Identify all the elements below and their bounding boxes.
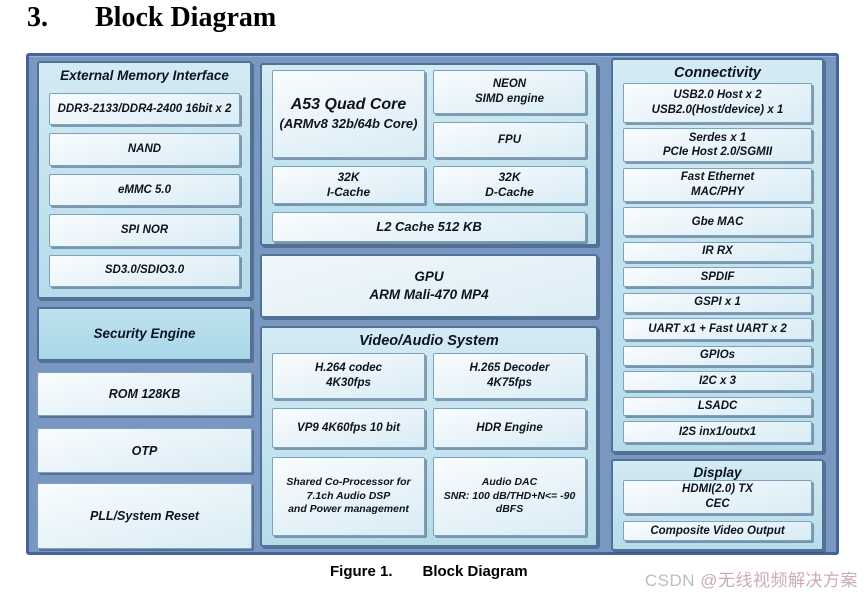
block-icache: 32K I-Cache: [272, 166, 425, 204]
connectivity-stack: USB2.0 Host x 2 USB2.0(Host/device) x 1 …: [623, 83, 812, 443]
block-gpios: GPIOs: [623, 345, 812, 366]
a53-subtitle: (ARMv8 32b/64b Core): [279, 115, 418, 131]
video-audio-grid: H.264 codec 4K30fps H.265 Decoder 4K75fp…: [272, 353, 586, 536]
block-neon-simd: NEON SIMD engine: [433, 70, 586, 114]
block-security-engine: Security Engine: [37, 307, 252, 361]
panel-cpu-cluster: A53 Quad Core (ARMv8 32b/64b Core) NEON …: [260, 63, 598, 246]
a53-title: A53 Quad Core: [290, 96, 407, 114]
panel-display: Display HDMI(2.0) TX CEC Composite Video…: [611, 459, 824, 551]
block-vp9: VP9 4K60fps 10 bit: [272, 408, 425, 448]
block-audio-dac: Audio DAC SNR: 100 dB/THD+N<= -90 dBFS: [433, 457, 586, 536]
block-hdr-engine: HDR Engine: [433, 408, 586, 448]
block-nand: NAND: [49, 133, 240, 166]
block-gbe-mac: Gbe MAC: [623, 207, 812, 237]
watermark-prefix: CSDN: [644, 571, 701, 590]
panel-title-video-audio-system: Video/Audio System: [359, 333, 499, 349]
block-dcache: 32K D-Cache: [433, 166, 586, 204]
block-fast-ethernet: Fast Ethernet MAC/PHY: [623, 167, 812, 202]
block-pll-system-reset: PLL/System Reset: [37, 483, 252, 549]
left-column: External Memory Interface DDR3-2133/DDR4…: [37, 61, 252, 552]
panel-external-memory-interface: External Memory Interface DDR3-2133/DDR4…: [37, 61, 252, 299]
figure-title: Block Diagram: [422, 563, 528, 580]
middle-column: A53 Quad Core (ARMv8 32b/64b Core) NEON …: [260, 63, 598, 552]
block-ddr: DDR3-2133/DDR4-2400 16bit x 2: [49, 93, 240, 126]
block-spi-nor: SPI NOR: [49, 214, 240, 247]
page-title: 3. Block Diagram: [27, 2, 276, 34]
panel-connectivity: Connectivity USB2.0 Host x 2 USB2.0(Host…: [611, 58, 824, 453]
figure-caption: Figure 1. Block Diagram: [330, 563, 528, 580]
block-sd-sdio: SD3.0/SDIO3.0: [49, 254, 240, 288]
panel-title-external-memory-interface: External Memory Interface: [60, 68, 229, 83]
soc-block-diagram: External Memory Interface DDR3-2133/DDR4…: [26, 53, 839, 555]
block-fpu: FPU: [433, 122, 586, 158]
watermark-name: @无线视频解决方案: [700, 571, 858, 590]
block-emmc: eMMC 5.0: [49, 173, 240, 207]
block-i2s: I2S inx1/outx1: [623, 420, 812, 443]
block-h265-decoder: H.265 Decoder 4K75fps: [433, 353, 586, 399]
panel-title-connectivity: Connectivity: [673, 65, 761, 81]
block-i2c: I2C x 3: [623, 371, 812, 392]
display-stack: HDMI(2.0) TX CEC Composite Video Output: [623, 480, 812, 541]
section-number: 3.: [27, 2, 48, 33]
figure-label: Figure 1.: [330, 563, 393, 580]
block-composite-video: Composite Video Output: [623, 521, 812, 541]
watermark: CSDN @无线视频解决方案: [645, 566, 858, 591]
block-usb: USB2.0 Host x 2 USB2.0(Host/device) x 1: [623, 83, 812, 123]
block-serdes-pcie: Serdes x 1 PCIe Host 2.0/SGMII: [623, 128, 812, 163]
block-lsadc: LSADC: [623, 396, 812, 416]
panel-title-display: Display: [693, 465, 742, 480]
block-shared-coprocessor: Shared Co-Processor for 7.1ch Audio DSP …: [272, 457, 425, 536]
block-hdmi-tx: HDMI(2.0) TX CEC: [623, 480, 812, 514]
block-ir-rx: IR RX: [623, 241, 812, 262]
block-gpu: GPU ARM Mali-470 MP4: [260, 254, 598, 318]
block-a53-quad-core: A53 Quad Core (ARMv8 32b/64b Core): [272, 70, 425, 158]
block-gspi: GSPI x 1: [623, 292, 812, 313]
block-otp: OTP: [37, 428, 252, 473]
section-title-text: Block Diagram: [95, 2, 277, 33]
block-rom: ROM 128KB: [37, 372, 252, 416]
block-h264-codec: H.264 codec 4K30fps: [272, 353, 425, 399]
right-column: Connectivity USB2.0 Host x 2 USB2.0(Host…: [611, 58, 824, 552]
panel-video-audio-system: Video/Audio System H.264 codec 4K30fps H…: [260, 326, 598, 547]
block-uart: UART x1 + Fast UART x 2: [623, 318, 812, 341]
block-spdif: SPDIF: [623, 267, 812, 288]
block-l2-cache: L2 Cache 512 KB: [272, 212, 586, 242]
